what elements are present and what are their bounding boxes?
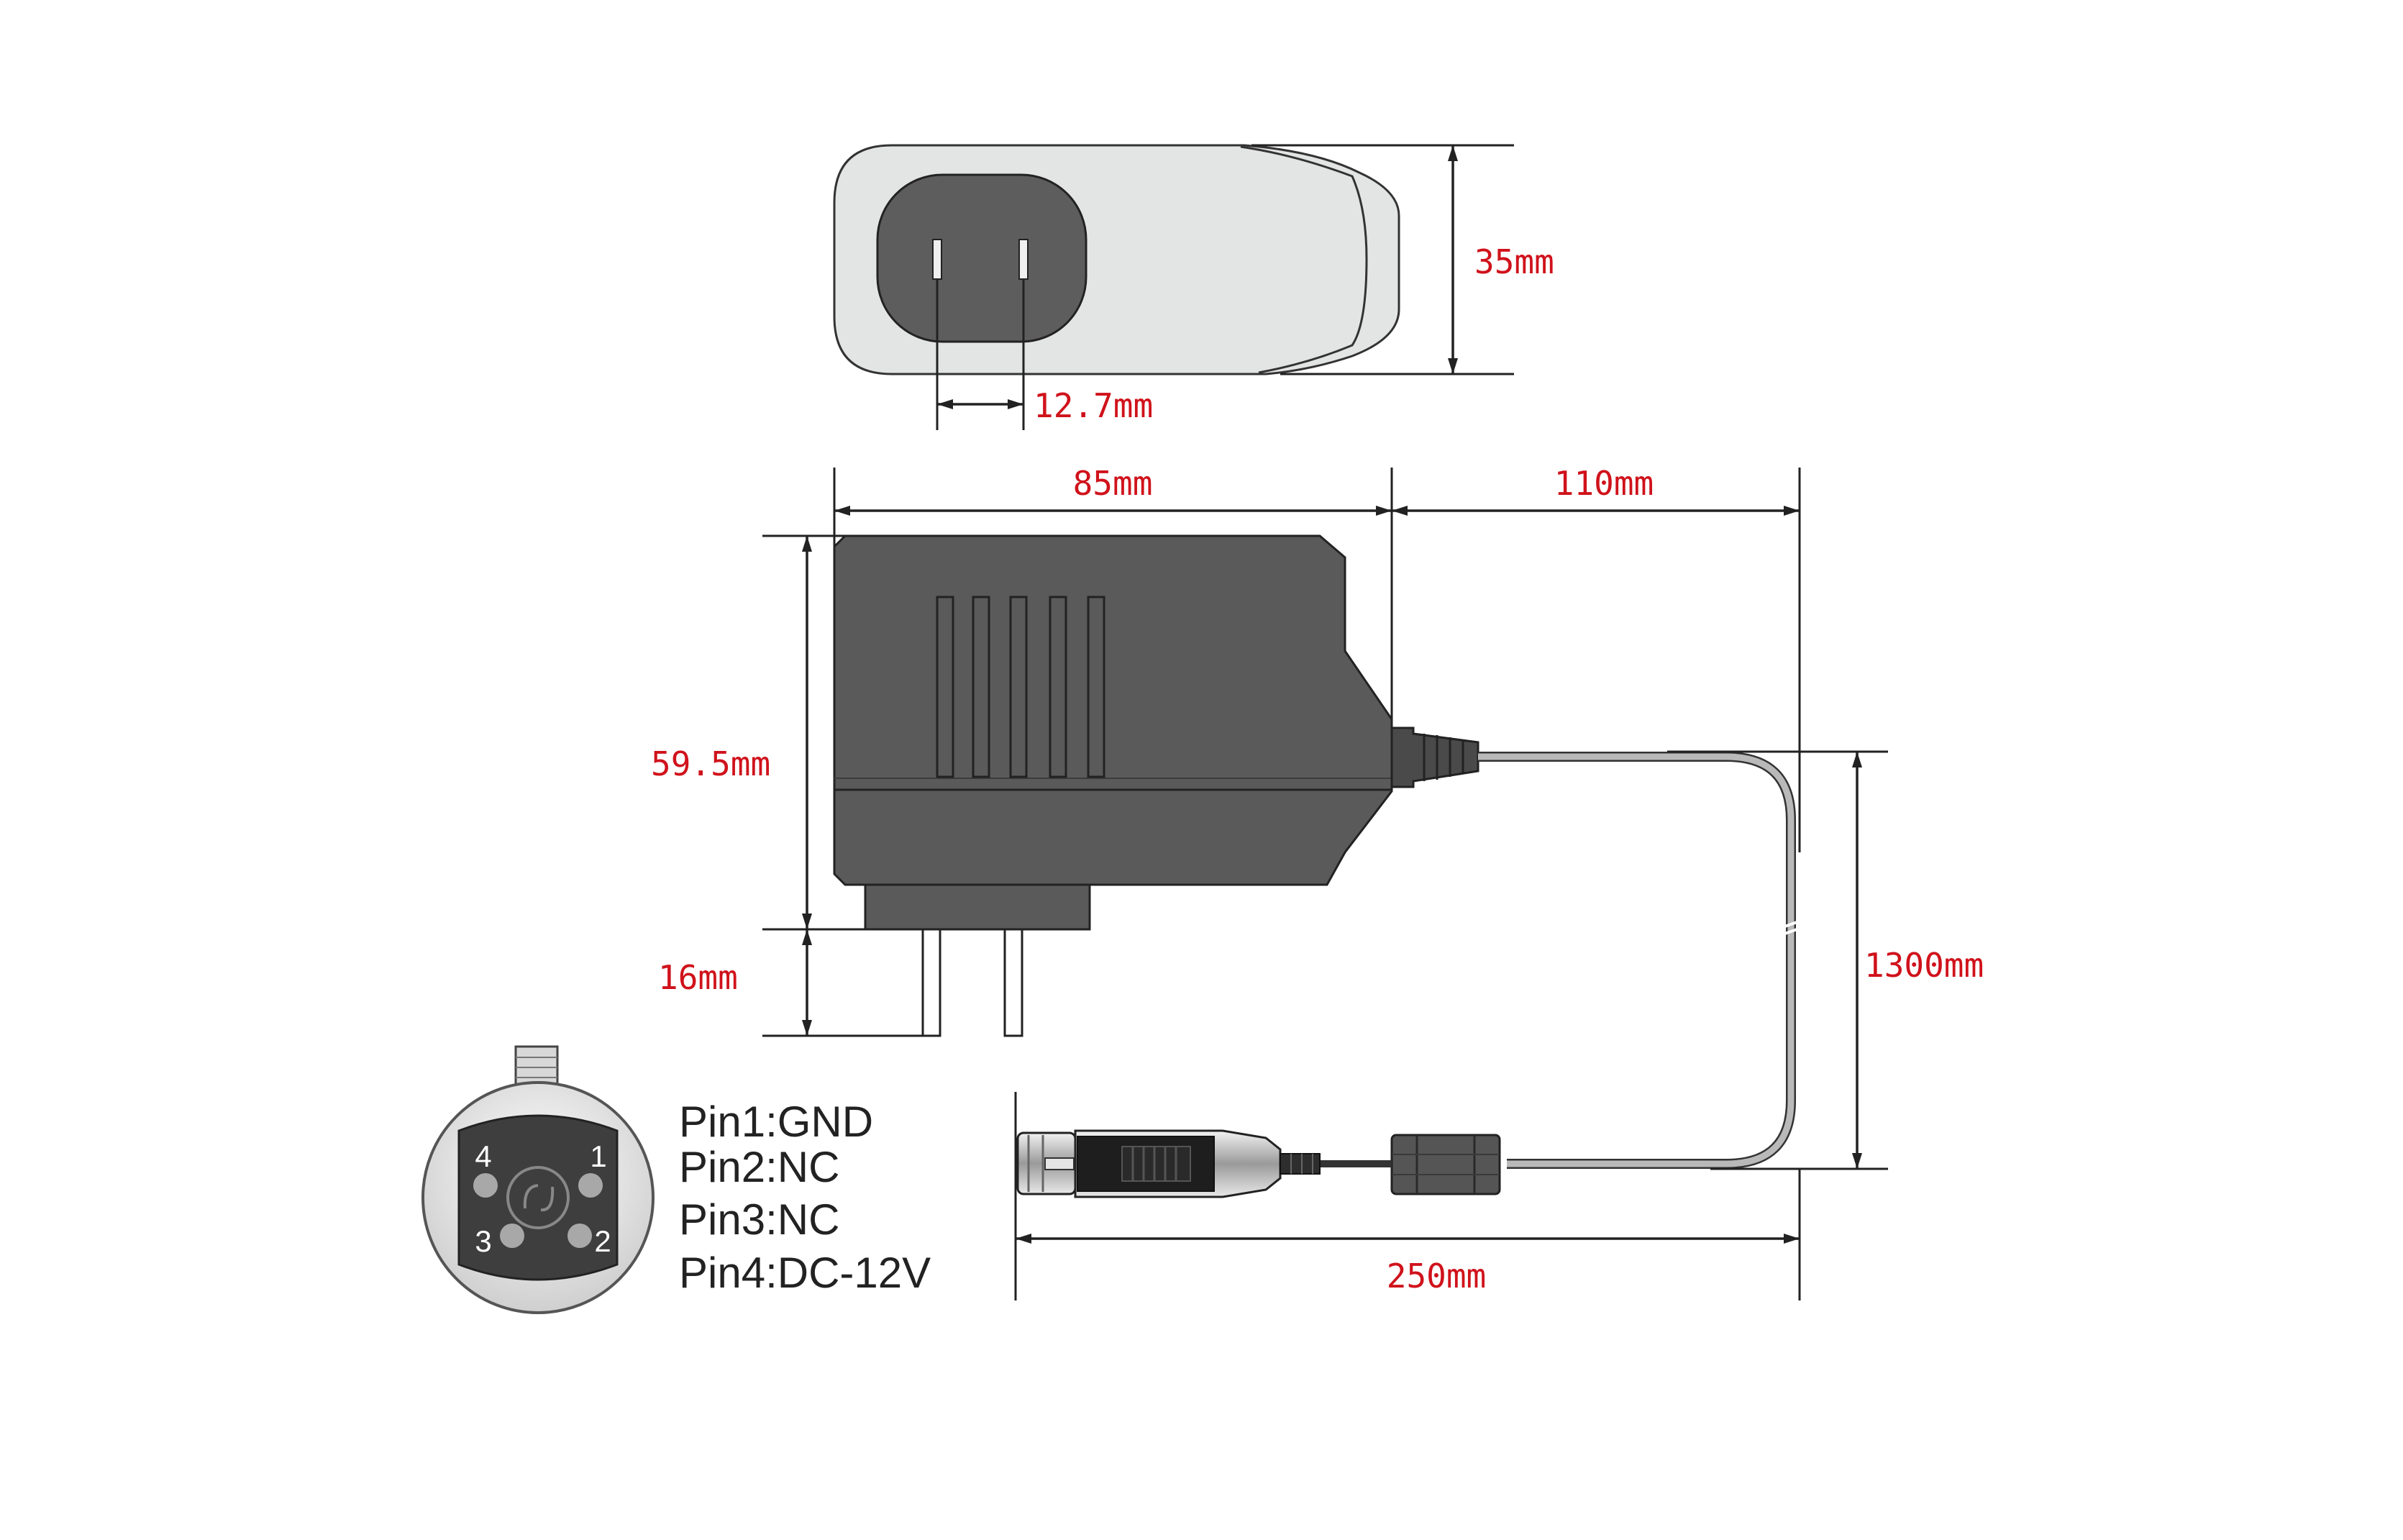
pin-hole-3 — [500, 1224, 524, 1248]
arrowhead — [1784, 1234, 1800, 1244]
cable-length-label: 1300mm — [1864, 946, 1984, 985]
adapter-body — [833, 534, 1393, 886]
power-cable-core — [1478, 753, 1795, 1167]
pin-number-2: 2 — [594, 1224, 611, 1258]
plug-face-step-edge — [1240, 145, 1368, 374]
pin-number-3: 3 — [475, 1224, 491, 1258]
arrowhead — [802, 1020, 812, 1036]
vent-slot — [1009, 596, 1028, 778]
prong-slot-left — [932, 239, 942, 280]
xlr-connector — [1016, 1129, 1321, 1198]
plug-face-socket — [876, 173, 1087, 343]
pin-hole-1 — [578, 1173, 603, 1198]
body-height-label: 59.5mm — [651, 744, 770, 783]
body-length-label: 85mm — [1073, 464, 1153, 503]
pin-hole-4 — [473, 1173, 498, 1198]
prong-length-label: 16mm — [658, 958, 738, 997]
prong-slot-right — [1018, 239, 1029, 280]
pinout-line: Pin4:DC-12V — [679, 1249, 931, 1297]
adapter-side-view: 85mm 110mm 59.5mm 16mm 1300mm 250mm — [651, 464, 1984, 1300]
xlr-boot — [1280, 1153, 1321, 1175]
pinout-line: Pin1:GND — [679, 1098, 873, 1146]
cable-break-mark — [1780, 919, 1802, 937]
xlr-face-latch — [514, 1045, 559, 1088]
arrowhead — [834, 506, 850, 516]
xlr-face-logo — [506, 1166, 570, 1229]
vent-slot — [1049, 596, 1067, 778]
arrowhead — [802, 536, 812, 552]
vent-slot — [1087, 596, 1105, 778]
arrowhead — [1016, 1234, 1031, 1244]
arrowhead — [1008, 399, 1023, 409]
arrowhead — [1448, 145, 1458, 161]
prong-right — [1003, 926, 1023, 1037]
arrowhead — [1852, 752, 1862, 767]
power-cable — [1478, 752, 1796, 1169]
pin-hole-2 — [567, 1224, 592, 1248]
pinout-line: Pin2:NC — [679, 1143, 839, 1191]
pinout-legend: Pin1:GND Pin2:NC Pin3:NC Pin4:DC-12V — [679, 1098, 931, 1297]
vent-slot — [972, 596, 990, 778]
pin-number-4: 4 — [475, 1139, 491, 1173]
strain-relief — [1390, 726, 1479, 788]
arrowhead — [802, 913, 812, 929]
vent-slot — [936, 596, 954, 778]
arrowhead — [937, 399, 953, 409]
lead-length-label: 250mm — [1387, 1257, 1486, 1295]
arrowhead — [1448, 358, 1458, 374]
pin-spacing-label: 12.7mm — [1034, 386, 1153, 425]
pin-number-1: 1 — [590, 1139, 606, 1173]
xlr-latch — [1044, 1157, 1075, 1170]
xlr-face-logo-mark — [523, 1184, 555, 1212]
arrowhead — [1392, 506, 1408, 516]
plug-height-label: 35mm — [1474, 242, 1554, 281]
arrowhead — [1852, 1153, 1862, 1169]
arrowhead — [1784, 506, 1800, 516]
cable-offset-label: 110mm — [1554, 464, 1654, 503]
plug-face-view: 12.7mm 35mm — [833, 144, 1554, 430]
prong-left — [921, 926, 941, 1037]
xlr-pin-face: 4 1 3 2 — [421, 1045, 655, 1314]
pinout-line: Pin3:NC — [679, 1195, 839, 1244]
arrowhead — [1376, 506, 1392, 516]
ferrite-bead — [1390, 1134, 1501, 1195]
arrowhead — [802, 929, 812, 945]
